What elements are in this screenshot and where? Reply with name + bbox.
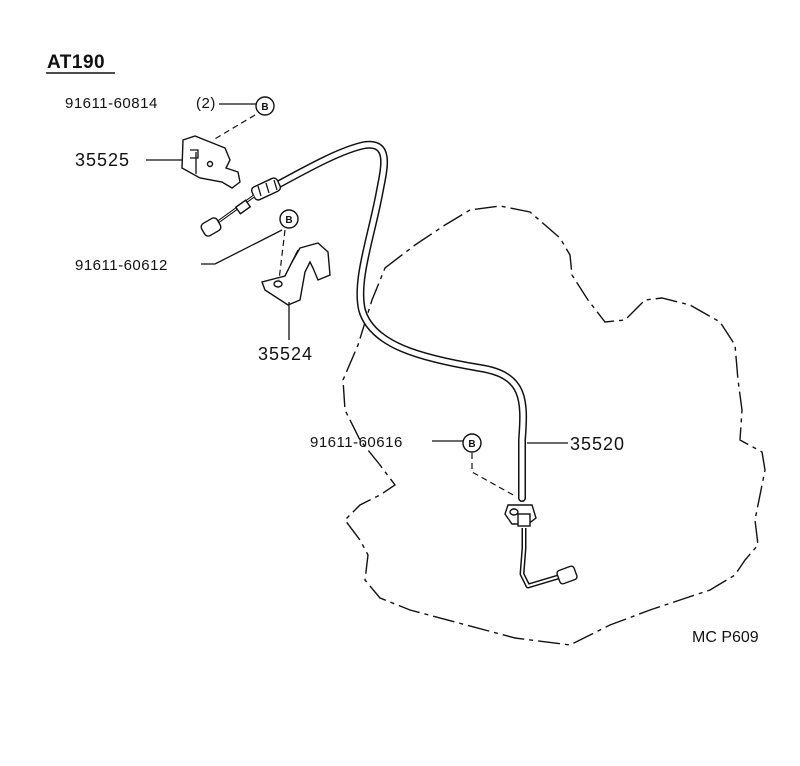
model-title: AT190 — [46, 52, 115, 74]
part-number-bolt-lower: 91611-60616 — [310, 434, 403, 451]
quantity-bolt-upper: (2) — [196, 95, 216, 112]
drawing-code: MC P609 — [692, 629, 759, 646]
transmission-outline — [342, 205, 766, 646]
model-label: AT190 — [47, 52, 105, 73]
part-number-cable: 35520 — [570, 434, 625, 454]
part-number-bolt-upper: 91611-60814 — [65, 95, 158, 112]
cable-end-fitting-upper — [200, 177, 282, 237]
svg-text:B: B — [261, 102, 268, 113]
callout-bracket-lower: 35524 — [258, 302, 313, 364]
upper-bracket — [181, 135, 241, 189]
cable-assembly — [200, 140, 578, 589]
callout-bolt-upper: 91611-60814 (2) B — [65, 95, 275, 141]
cable-end-fitting-lower — [504, 504, 578, 589]
callout-b-symbol-lower: B — [462, 433, 482, 453]
lower-bracket — [261, 242, 331, 306]
callout-cable: 35520 — [527, 434, 625, 454]
callout-bolt-lower: 91611-60616 B — [310, 433, 516, 497]
callout-bolt-middle: 91611-60612 B — [75, 209, 299, 281]
svg-text:B: B — [468, 439, 475, 450]
part-number-bracket-upper: 35525 — [75, 150, 130, 170]
callout-b-symbol-upper: B — [255, 96, 275, 116]
part-number-bracket-lower: 35524 — [258, 344, 313, 364]
callout-bracket-upper: 35525 — [75, 150, 182, 170]
part-number-bolt-middle: 91611-60612 — [75, 257, 168, 274]
callout-b-symbol-middle: B — [279, 209, 299, 229]
svg-text:B: B — [285, 215, 292, 226]
